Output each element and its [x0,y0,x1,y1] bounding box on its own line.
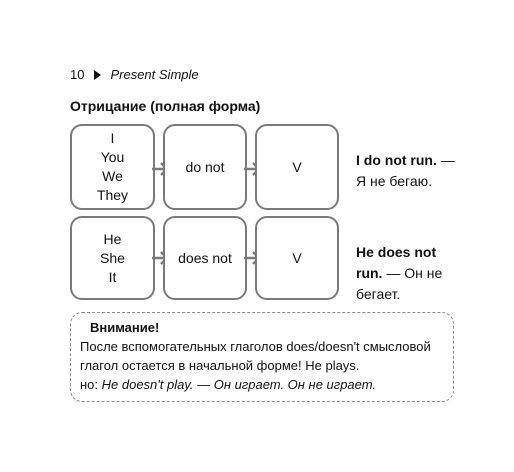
pronoun: You [100,149,125,165]
pronoun: We [102,168,123,184]
pronoun-box-1: I You We They [70,124,155,210]
note-prefix: но: [80,377,102,392]
pronoun: I [110,130,115,146]
example-russian: — Он не бегает. [356,265,443,302]
pronoun: He [103,230,122,247]
pronoun: They [96,187,129,203]
pronoun-box-2: He She It [70,216,155,300]
verb-box-1: V [255,124,339,210]
main-verb: V [292,159,302,175]
aux-box-1: do not [163,124,247,210]
example-1: I do not run. — Я не бегаю. [356,150,456,192]
main-verb: V [292,250,302,266]
example-english: I do not run. [356,152,437,168]
note-body: После вспомогательных глаголов does/does… [80,337,445,394]
section-title: Отрицание (полная форма) [70,98,261,114]
aux-verb: do not [185,159,225,175]
triangle-right-icon [94,69,102,80]
pronoun: She [100,249,125,266]
aux-box-2: does not [163,216,247,300]
note-example: He doesn't play. — Он играет. Он не игра… [101,377,377,392]
note-title: Внимание! [90,320,160,335]
note-text: После вспомогательных глаголов does/does… [80,339,431,373]
page-header: 10 Present Simple [70,67,199,82]
chapter-title: Present Simple [110,67,199,82]
page-number: 10 [70,67,85,82]
aux-verb: does not [178,250,232,266]
example-russian: — Я не бегаю. [356,152,455,189]
pronoun: It [108,268,117,285]
example-2: He does not run. — Он не бегает. [356,242,456,305]
attention-note: Внимание! После вспомогательных глаголов… [70,312,454,402]
example-english: He does not run. [356,244,437,281]
verb-box-2: V [255,216,339,300]
